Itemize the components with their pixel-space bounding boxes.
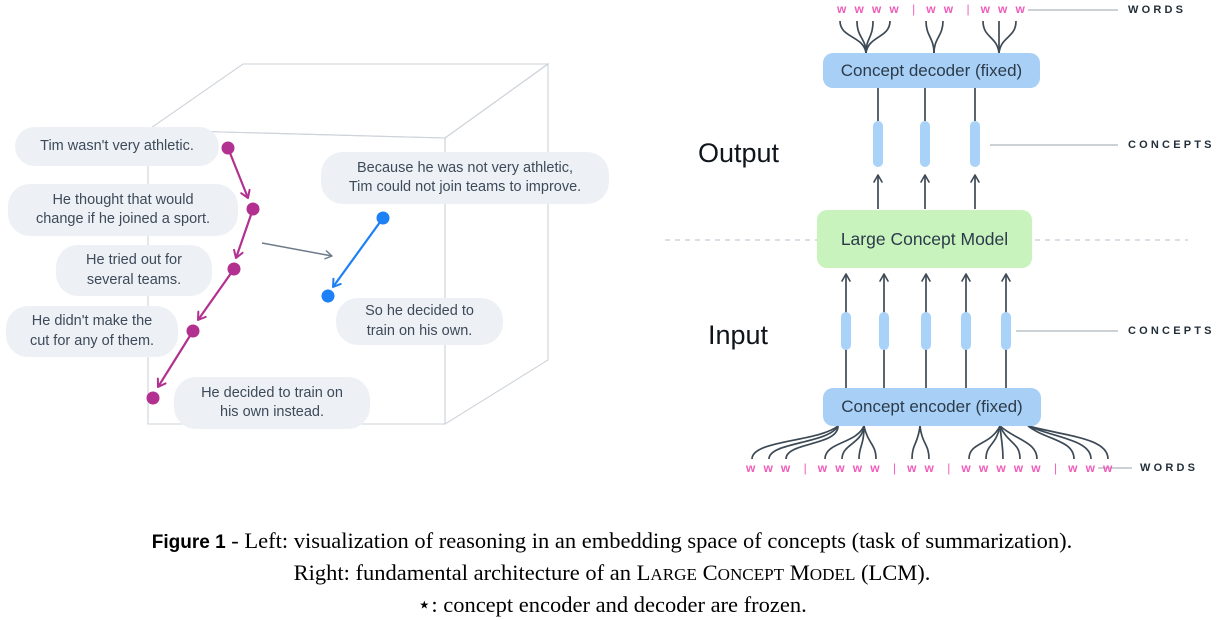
word-group: w w w bbox=[980, 2, 1028, 16]
concept-point bbox=[376, 211, 390, 225]
bubble-sentence-4: He didn't make the cut for any of them. bbox=[6, 306, 178, 357]
architecture-lines bbox=[751, 20, 1109, 460]
word-separator: | bbox=[892, 461, 897, 475]
figure-caption: Figure 1 - Left: visualization of reason… bbox=[0, 526, 1224, 620]
bubble-sentence-1: Tim wasn't very athletic. bbox=[15, 127, 219, 166]
output-concept-pill bbox=[873, 121, 883, 167]
summarization-arrow bbox=[261, 242, 333, 260]
concept-point bbox=[246, 202, 260, 216]
bubble-summary-1: Because he was not very athletic, Tim co… bbox=[321, 152, 609, 204]
output-label: Output bbox=[698, 138, 780, 168]
figure-number: Figure 1 bbox=[151, 532, 226, 553]
concept-encoder-box: Concept encoder (fixed) bbox=[823, 388, 1041, 426]
word-separator: | bbox=[803, 461, 807, 475]
word-separator: | bbox=[947, 461, 951, 475]
input-concept-pill bbox=[921, 312, 931, 350]
caption-line-2: Right: fundamental architecture of an LA… bbox=[293, 560, 931, 585]
bubble-sentence-2: He thought that would change if he joine… bbox=[8, 184, 238, 236]
concept-point bbox=[321, 289, 335, 303]
word-separator: | bbox=[912, 2, 916, 16]
words-label-top: WORDS bbox=[1128, 4, 1187, 16]
input-concept-pill bbox=[841, 312, 851, 350]
output-words-row: w w w w | w w | w w w bbox=[837, 2, 1027, 16]
output-concept-pill bbox=[920, 121, 930, 167]
bubble-sentence-5: He decided to train on his own instead. bbox=[174, 377, 370, 429]
word-group: w w w w w bbox=[961, 461, 1043, 475]
concepts-label-input: CONCEPTS bbox=[1128, 325, 1215, 337]
caption-line-3: ⋆: concept encoder and decoder are froze… bbox=[417, 592, 807, 617]
word-separator: | bbox=[966, 2, 970, 16]
concept-point bbox=[146, 391, 160, 405]
input-label: Input bbox=[708, 320, 769, 350]
output-concept-pill bbox=[970, 121, 980, 167]
concepts-label-output: CONCEPTS bbox=[1128, 139, 1215, 151]
word-group: w w bbox=[926, 2, 956, 16]
input-concept-pill bbox=[879, 312, 889, 350]
bubble-summary-2: So he decided to train on his own. bbox=[336, 298, 503, 345]
word-group: w w w bbox=[746, 461, 793, 475]
summary-path-blue bbox=[321, 211, 390, 303]
word-group: w w w w bbox=[837, 2, 902, 16]
input-concept-pill bbox=[1001, 312, 1011, 350]
reasoning-path-magenta bbox=[146, 141, 260, 405]
concept-point bbox=[221, 141, 235, 155]
word-separator: | bbox=[1054, 461, 1058, 475]
concept-point bbox=[227, 262, 241, 276]
callout-lines bbox=[990, 9, 1132, 469]
input-words-row: w w w | w w w w | w w | w w w w w | w w w bbox=[746, 461, 1115, 475]
large-concept-model-box: Large Concept Model bbox=[817, 210, 1032, 268]
concept-decoder-box: Concept decoder (fixed) bbox=[823, 53, 1040, 88]
concept-point bbox=[186, 324, 200, 338]
word-group: w w w w bbox=[817, 461, 882, 475]
caption-line-1: Figure 1 - Left: visualization of reason… bbox=[151, 528, 1073, 553]
words-label-bottom: WORDS bbox=[1140, 462, 1199, 474]
embedding-cube bbox=[146, 62, 550, 425]
bubble-sentence-3: He tried out for several teams. bbox=[56, 245, 212, 296]
smallcaps-lcm: LARGE CONCEPT MODEL bbox=[636, 560, 856, 585]
word-group: w w w bbox=[1068, 461, 1115, 475]
input-concept-pill bbox=[961, 312, 971, 350]
word-group: w w bbox=[907, 461, 937, 475]
